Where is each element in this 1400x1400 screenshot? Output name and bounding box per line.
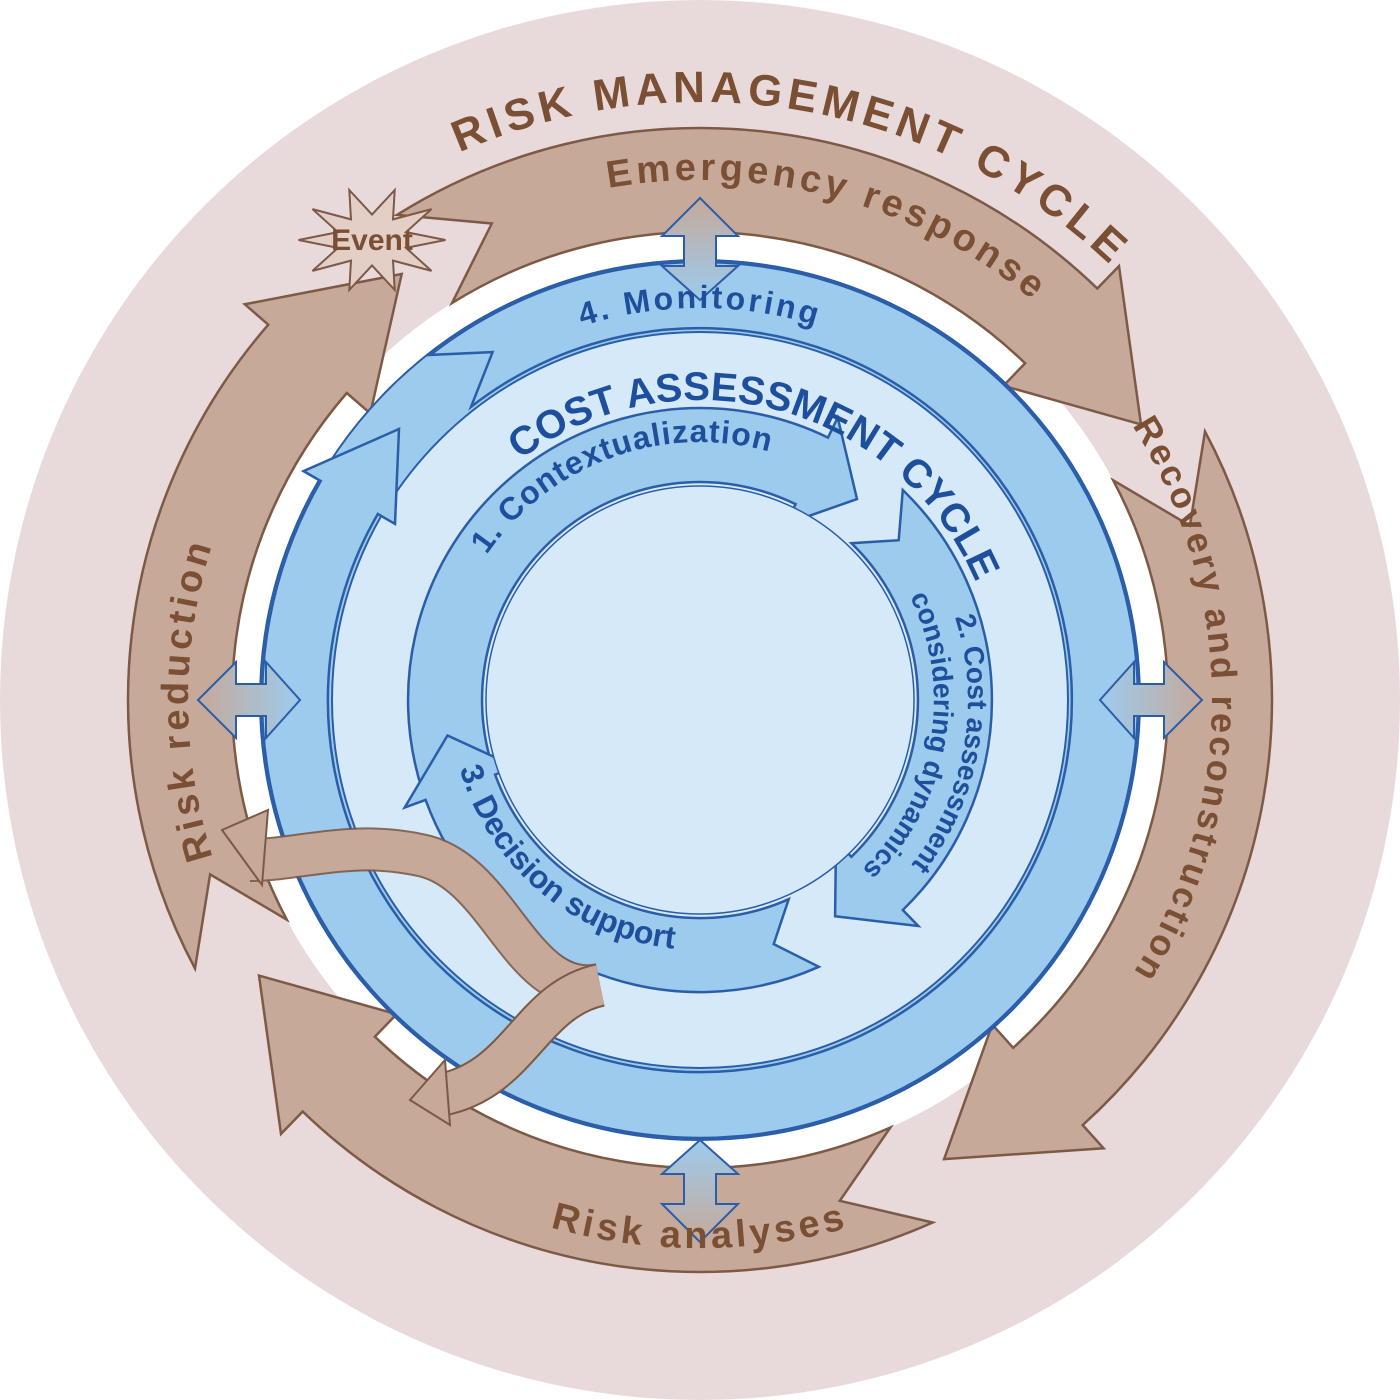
up-double-arrow bbox=[659, 196, 741, 302]
contextualization-arrow bbox=[406, 406, 859, 794]
feedback-arrow-left bbox=[249, 829, 604, 1007]
feedback-arrow-left-head bbox=[220, 808, 270, 888]
left-double-arrow bbox=[196, 659, 302, 741]
down-double-arrow bbox=[659, 1138, 741, 1244]
feedback-arrow-down-head bbox=[408, 1057, 452, 1127]
risk-reduction-arrow bbox=[126, 272, 404, 973]
event-label: Event bbox=[331, 224, 413, 257]
event-starburst: Event bbox=[298, 187, 446, 293]
outward-arrows bbox=[196, 196, 1204, 1244]
right-double-arrow bbox=[1098, 659, 1204, 741]
monitoring-arrow bbox=[260, 260, 1140, 1140]
decision-support-arrow bbox=[401, 733, 822, 994]
emergency-response-arrow bbox=[393, 126, 1143, 427]
feedback-arrow-down bbox=[435, 965, 606, 1115]
inner-circle bbox=[485, 485, 915, 915]
cost-assessment-arrow bbox=[833, 487, 994, 928]
